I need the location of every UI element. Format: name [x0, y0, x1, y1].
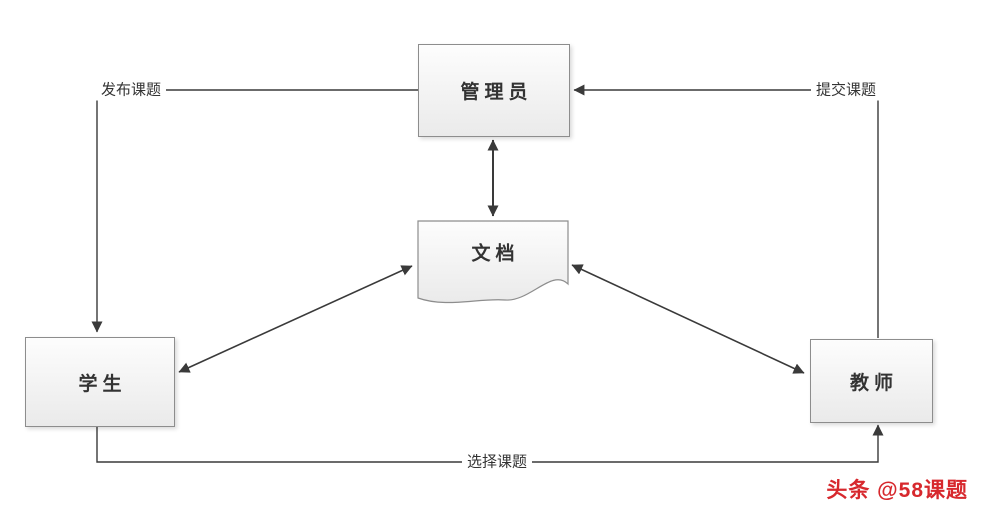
node-teacher-label: 教师	[849, 372, 898, 394]
node-teacher: 教师	[810, 339, 933, 423]
watermark: 头条 @58课题	[826, 479, 968, 502]
node-student: 学生	[25, 337, 175, 427]
node-admin-label: 管理员	[460, 82, 533, 103]
edge-student-document	[178, 265, 413, 373]
edge-label-select: 选择课题	[461, 449, 533, 473]
edge-label-publish: 发布课题	[95, 77, 167, 101]
node-admin: 管理员	[418, 44, 570, 137]
edge-document-teacher	[571, 264, 805, 374]
node-student-label: 学生	[78, 373, 127, 395]
node-document-label: 文档	[471, 243, 520, 265]
edge-label-submit: 提交课题	[810, 77, 882, 101]
edge-teacher-admin-submit	[573, 84, 879, 338]
edge-admin-student-publish	[91, 89, 418, 333]
document-shape	[417, 220, 569, 304]
